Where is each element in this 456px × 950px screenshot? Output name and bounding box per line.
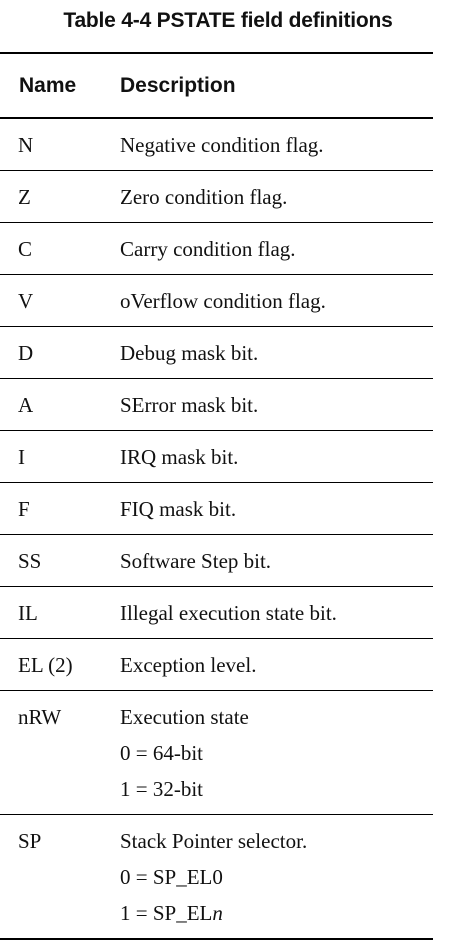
- column-header-name: Name: [0, 52, 120, 119]
- field-name: I: [0, 430, 120, 483]
- field-description: IRQ mask bit.: [120, 430, 433, 483]
- table-row: I IRQ mask bit.: [0, 430, 433, 483]
- field-name: A: [0, 378, 120, 431]
- field-name: N: [0, 118, 120, 171]
- table-row: N Negative condition flag.: [0, 118, 433, 171]
- table-header-row: Name Description: [0, 52, 433, 119]
- field-description: Carry condition flag.: [120, 222, 433, 275]
- table-row: C Carry condition flag.: [0, 222, 433, 275]
- table-row: V oVerflow condition flag.: [0, 274, 433, 327]
- field-description: Execution state 0 = 64-bit 1 = 32-bit: [120, 690, 433, 815]
- field-description: Negative condition flag.: [120, 118, 433, 171]
- field-name: SP: [0, 814, 120, 940]
- field-name: nRW: [0, 690, 120, 815]
- field-description: Stack Pointer selector. 0 = SP_EL0 1 = S…: [120, 814, 433, 940]
- field-description: FIQ mask bit.: [120, 482, 433, 535]
- table-row: SS Software Step bit.: [0, 534, 433, 587]
- field-description: Zero condition flag.: [120, 170, 433, 223]
- field-name: SS: [0, 534, 120, 587]
- field-description: Software Step bit.: [120, 534, 433, 587]
- table-row: SP Stack Pointer selector. 0 = SP_EL0 1 …: [0, 814, 433, 940]
- field-description: Exception level.: [120, 638, 433, 691]
- field-name: V: [0, 274, 120, 327]
- table-row: EL (2) Exception level.: [0, 638, 433, 691]
- field-name: F: [0, 482, 120, 535]
- table-row: nRW Execution state 0 = 64-bit 1 = 32-bi…: [0, 690, 433, 815]
- table-row: A SError mask bit.: [0, 378, 433, 431]
- table-row: IL Illegal execution state bit.: [0, 586, 433, 639]
- field-name: Z: [0, 170, 120, 223]
- table-row: D Debug mask bit.: [0, 326, 433, 379]
- field-name: C: [0, 222, 120, 275]
- column-header-description: Description: [120, 52, 433, 119]
- table-row: F FIQ mask bit.: [0, 482, 433, 535]
- field-name: D: [0, 326, 120, 379]
- table-row: Z Zero condition flag.: [0, 170, 433, 223]
- field-description: oVerflow condition flag.: [120, 274, 433, 327]
- field-description: Illegal execution state bit.: [120, 586, 433, 639]
- field-name: IL: [0, 586, 120, 639]
- field-name: EL (2): [0, 638, 120, 691]
- table-caption: Table 4-4 PSTATE field definitions: [63, 9, 393, 32]
- field-description: SError mask bit.: [120, 378, 433, 431]
- pstate-field-table: Name Description N Negative condition fl…: [0, 52, 433, 940]
- field-description: Debug mask bit.: [120, 326, 433, 379]
